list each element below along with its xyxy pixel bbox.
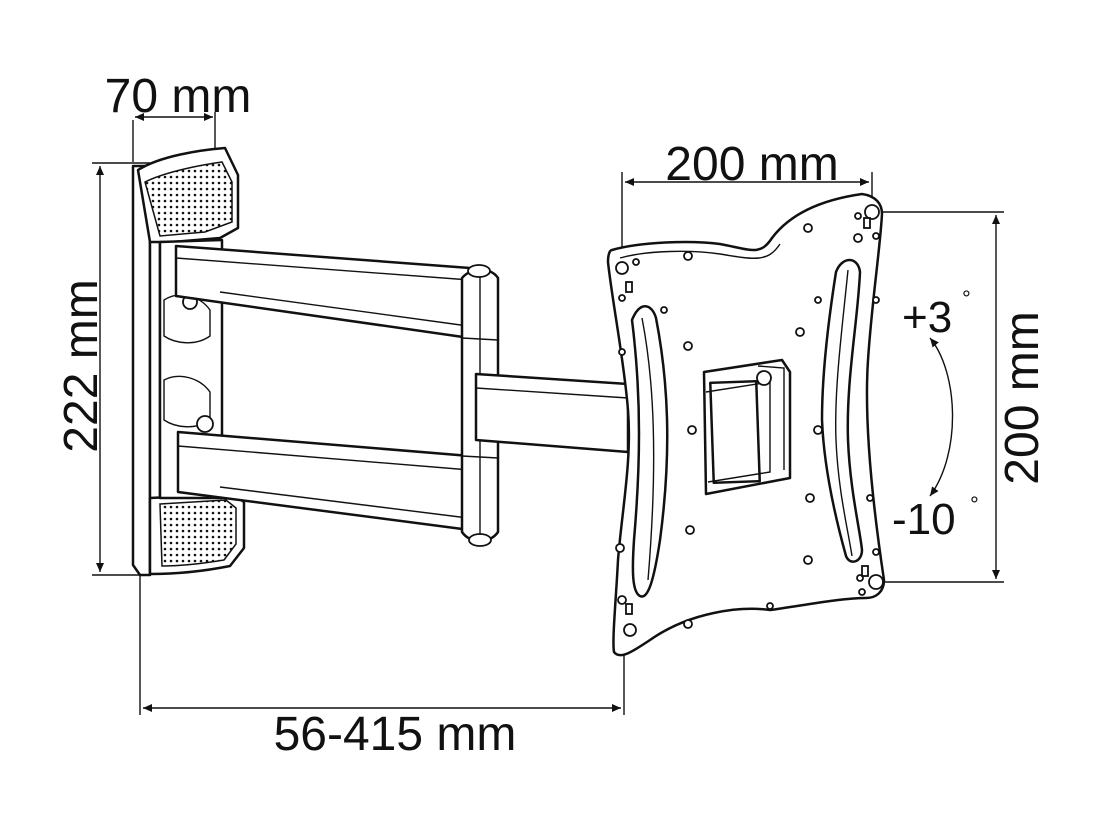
tilt-up-degree: ° <box>962 286 971 311</box>
dimension-extension: 56-415 mm <box>139 575 625 761</box>
tilt-indicator: +3 ° -10 ° <box>892 286 979 544</box>
label-extension-range: 56-415 mm <box>274 708 517 761</box>
dimension-70mm: 70 mm <box>105 70 252 162</box>
label-200mm-width: 200 mm <box>665 138 838 191</box>
vesa-plate <box>606 192 886 657</box>
label-70mm: 70 mm <box>105 70 252 123</box>
label-200mm-height: 200 mm <box>996 311 1049 484</box>
mounting-holes <box>615 204 884 637</box>
dimension-222mm: 222 mm <box>55 162 150 576</box>
dimension-200mm-width: 200 mm <box>621 138 873 250</box>
tilt-up-label: +3 <box>902 293 952 342</box>
tilt-down-label: -10 <box>892 495 956 544</box>
dimension-200mm-height: 200 mm <box>878 211 1049 583</box>
wall-plate <box>131 146 246 577</box>
center-arm <box>474 372 630 454</box>
label-222mm: 222 mm <box>55 279 108 452</box>
tilt-down-degree: ° <box>970 492 979 517</box>
